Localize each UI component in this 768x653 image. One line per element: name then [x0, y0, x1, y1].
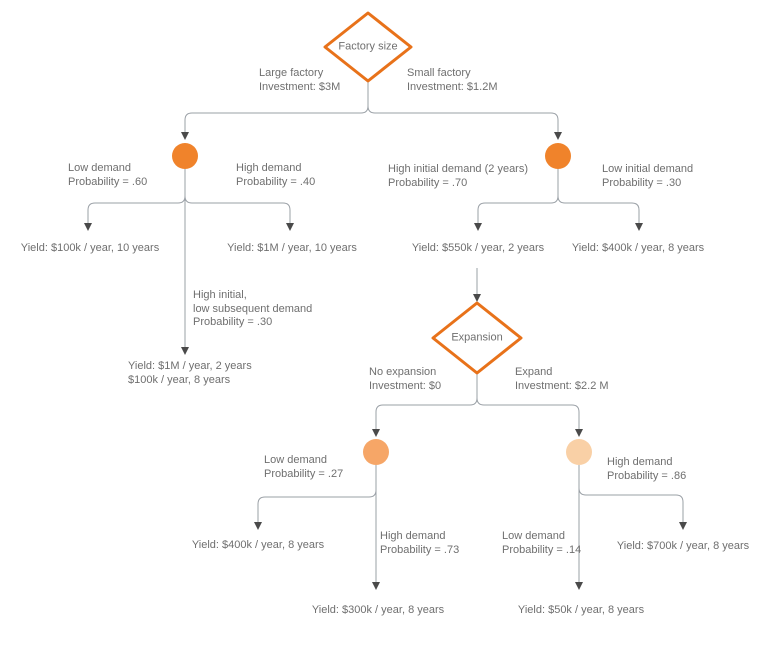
- connector-low-initial-demand: [557, 195, 640, 223]
- outcome-label-yield-50k-8y: Yield: $50k / year, 8 years: [517, 604, 645, 616]
- decision-node-factory-size: [323, 11, 413, 83]
- chance-node-small-factory: [545, 143, 571, 169]
- edge-label-low-initial-demand-30: Low initial demand Probability = .30: [602, 163, 694, 189]
- decision-label-factory-size: Factory size: [338, 40, 398, 53]
- arrowhead-high-demand-40: [286, 223, 294, 231]
- connector-expand: [476, 397, 580, 429]
- arrowhead-low-initial-demand: [635, 223, 643, 231]
- decision-label-expansion: Expansion: [451, 331, 503, 344]
- chance-node-large-factory: [172, 143, 198, 169]
- connector-high-demand-86: [578, 487, 684, 522]
- edge-label-large-factory: Large factory Investment: $3M: [259, 67, 341, 93]
- edge-label-high-initial-demand-70: High initial demand (2 years) Probabilit…: [388, 163, 529, 189]
- arrowhead-high-demand-73: [372, 582, 380, 590]
- edge-label-high-demand-86: High demand Probability = .86: [607, 456, 687, 482]
- edge-label-high-demand-73: High demand Probability = .73: [380, 530, 460, 556]
- arrowhead-to-expansion: [473, 294, 481, 302]
- decision-node-expansion: [431, 301, 523, 375]
- arrowhead-no-expansion: [372, 429, 380, 437]
- connector-no-expansion: [375, 397, 478, 429]
- outcome-label-yield-400k-8y: Yield: $400k / year, 8 years: [571, 242, 705, 254]
- outcome-label-yield-700k-8y: Yield: $700k / year, 8 years: [616, 540, 750, 552]
- edge-label-expand: Expand Investment: $2.2 M: [515, 366, 609, 392]
- chance-node-no-expansion: [363, 439, 389, 465]
- arrowhead-high-initial-demand: [474, 223, 482, 231]
- arrowhead-low-demand-14: [575, 582, 583, 590]
- arrowhead-low-demand-60: [84, 223, 92, 231]
- outcome-label-yield-550k-2y: Yield: $550k / year, 2 years: [411, 242, 545, 254]
- chance-node-expand: [566, 439, 592, 465]
- arrowhead-high-initial-low-subsequent: [181, 347, 189, 355]
- arrowhead-small-factory: [554, 132, 562, 140]
- outcome-label-yield-1m-2y-100k-8y: Yield: $1M / year, 2 years $100k / year,…: [128, 360, 252, 386]
- edge-label-high-demand-40: High demand Probability = .40: [236, 162, 316, 188]
- arrowhead-low-demand-27: [254, 522, 262, 530]
- edge-label-low-demand-27: Low demand Probability = .27: [264, 454, 344, 480]
- edge-label-low-demand-60: Low demand Probability = .60: [68, 162, 148, 188]
- edge-label-no-expansion: No expansion Investment: $0: [369, 366, 442, 392]
- outcome-label-yield-400k-8y-no-expansion: Yield: $400k / year, 8 years: [191, 539, 325, 551]
- edge-label-low-demand-14: Low demand Probability = .14: [502, 530, 582, 556]
- arrowhead-high-demand-86: [679, 522, 687, 530]
- connector-low-demand-27: [257, 489, 377, 522]
- outcome-label-yield-1m-10y: Yield: $1M / year, 10 years: [227, 242, 357, 254]
- connector-small-factory: [367, 105, 559, 132]
- connector-large-factory: [184, 105, 369, 132]
- connector-high-demand-40: [184, 195, 291, 223]
- connector-low-demand-60: [87, 195, 186, 223]
- edge-label-high-initial-low-subsequent: High initial, low subsequent demand Prob…: [193, 289, 313, 328]
- outcome-label-yield-100k-10y: Yield: $100k / year, 10 years: [20, 242, 160, 254]
- connector-high-initial-demand: [477, 195, 559, 223]
- outcome-label-yield-300k-8y: Yield: $300k / year, 8 years: [311, 604, 445, 616]
- arrowhead-expand: [575, 429, 583, 437]
- edge-label-small-factory: Small factory Investment: $1.2M: [407, 67, 498, 93]
- arrowhead-large-factory: [181, 132, 189, 140]
